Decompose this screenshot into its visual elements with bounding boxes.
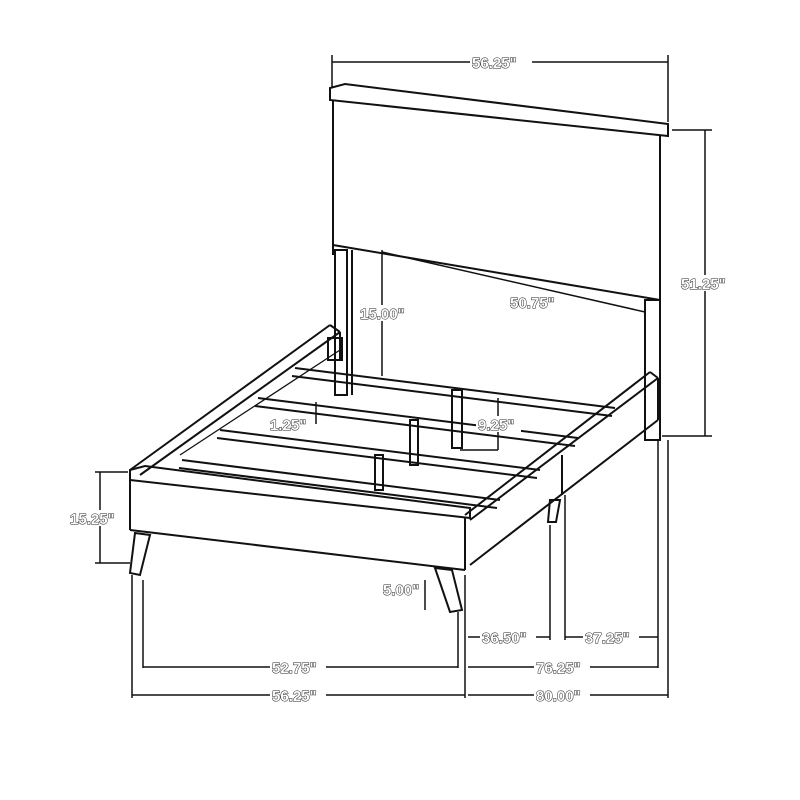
label-overall-width: 56.25"	[272, 688, 317, 705]
front-left-leg	[128, 531, 152, 577]
label-inner-length: 76.25"	[536, 660, 581, 677]
footboard	[129, 464, 471, 571]
legs	[128, 499, 562, 614]
headboard	[329, 82, 669, 441]
headboard-cap	[329, 82, 669, 138]
right-side-rail	[464, 371, 659, 566]
slats	[178, 367, 616, 509]
center-leg	[451, 389, 463, 449]
label-headboard-width: 56.25"	[472, 55, 517, 72]
label-panel-height: 15.00"	[360, 306, 405, 323]
label-inner-width: 50.75"	[510, 295, 555, 312]
back-right-leg	[546, 499, 562, 523]
label-slat-spacing: 1.25"	[270, 417, 306, 434]
label-footboard-height: 15.25"	[70, 511, 115, 528]
bracket	[327, 337, 343, 361]
headboard-left-post	[334, 249, 348, 396]
dimension-lines	[95, 55, 712, 698]
label-inner-side-b: 37.25"	[585, 630, 630, 647]
label-rail-height: 9.25"	[478, 417, 514, 434]
front-right-leg	[433, 566, 464, 614]
label-clearance: 5.00"	[383, 582, 419, 599]
label-overall-height: 51.25"	[681, 276, 726, 293]
label-overall-length: 80.00"	[536, 688, 581, 705]
left-side-rail	[129, 324, 343, 476]
label-inner-width-bottom: 52.75"	[272, 660, 317, 677]
label-inner-side-a: 36.50"	[482, 630, 527, 647]
dimension-labels: 56.25" 51.25" 15.00" 50.75" 9.25" 1.25" …	[68, 54, 734, 706]
headboard-right-post	[644, 299, 661, 441]
